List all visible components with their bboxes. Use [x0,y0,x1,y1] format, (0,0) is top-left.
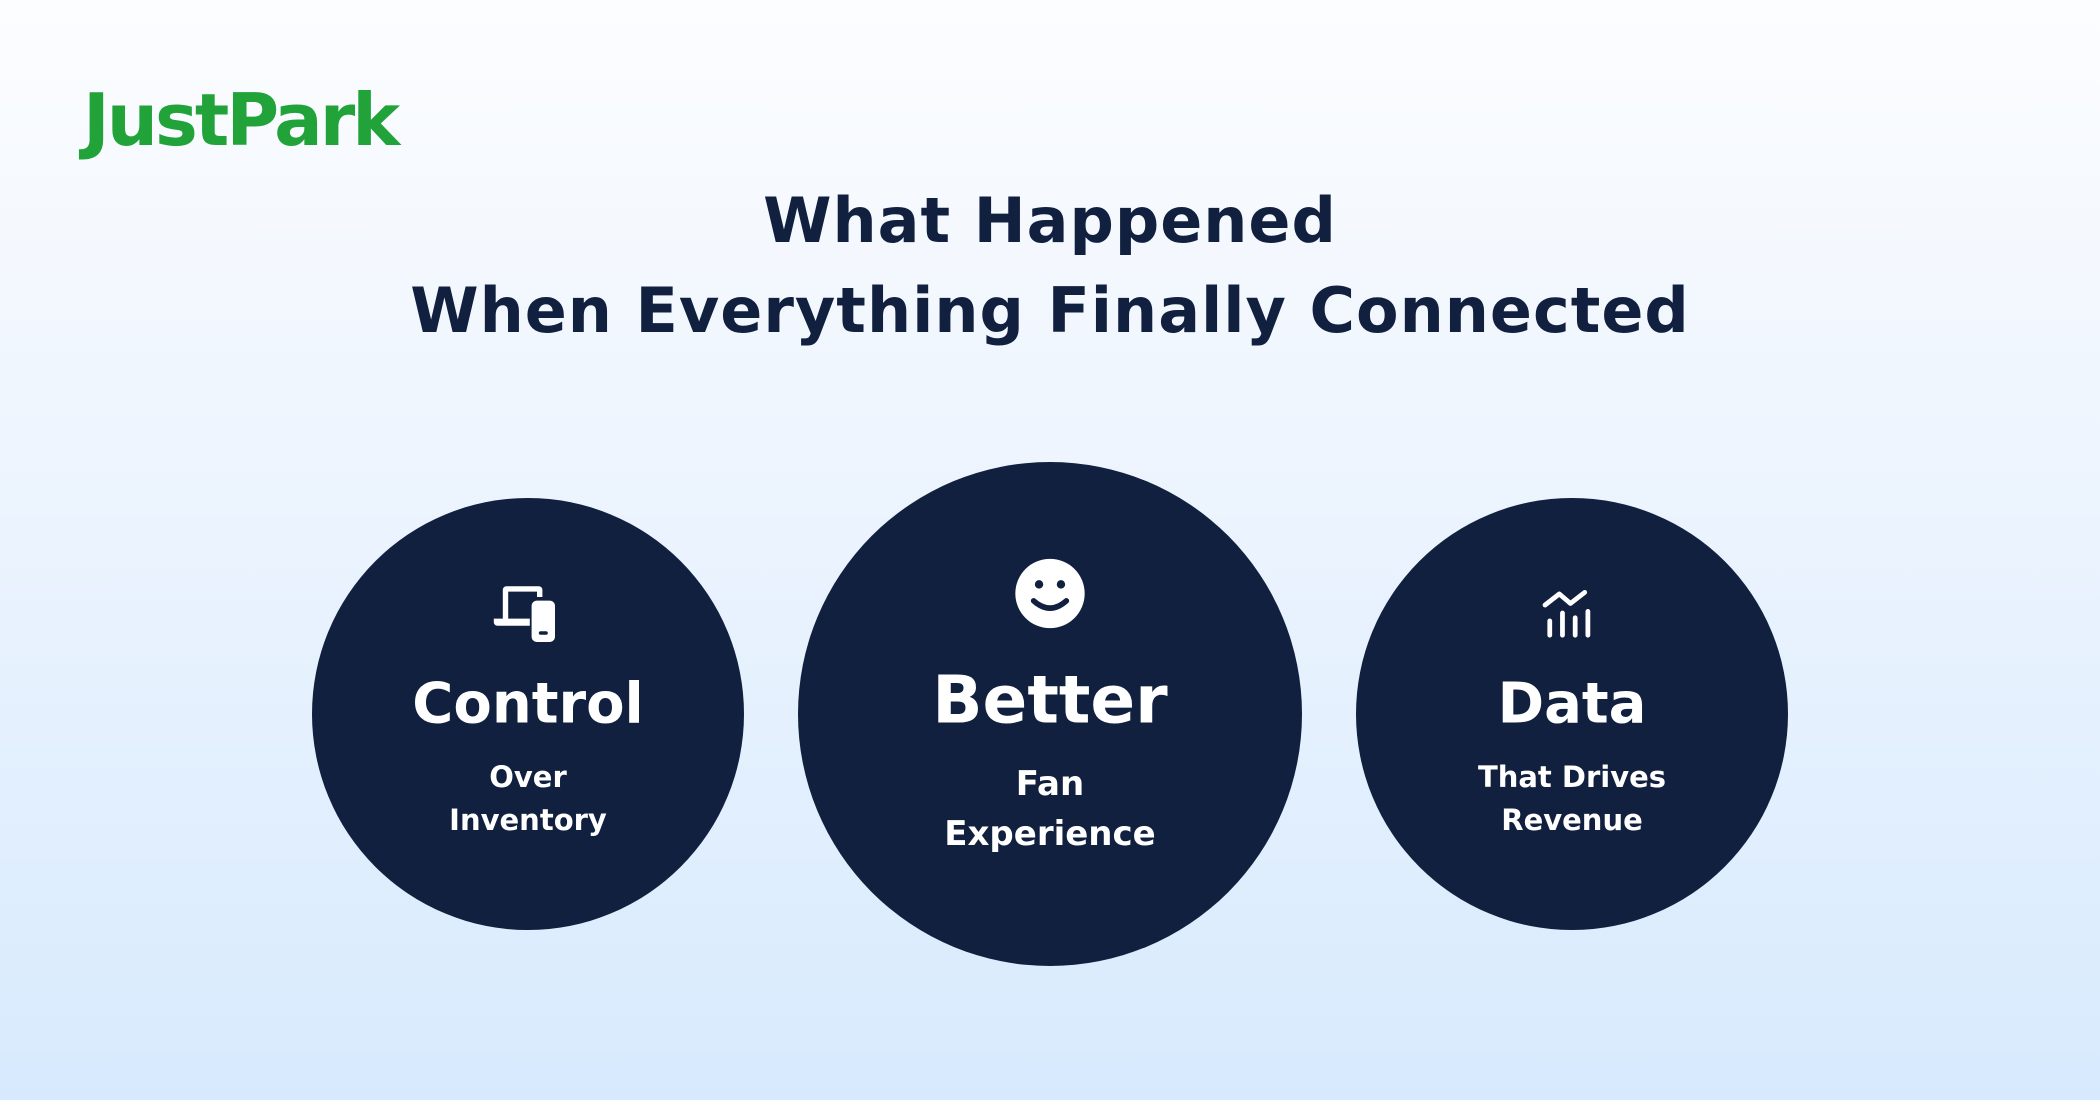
smiley-icon [1015,558,1085,629]
page-title-line-1: What Happened [763,184,1337,257]
card-heading: Control [412,671,644,737]
card-subtext-1: Fan [1015,764,1085,804]
card-subtext-1: Over [489,760,567,794]
analytics-chart-icon [1542,589,1591,638]
card-better: Better Fan Experience [798,462,1302,966]
card-heading: Data [1497,671,1647,737]
card-subtext-2: Revenue [1501,803,1643,837]
page-title-line-2: When Everything Finally Connected [410,274,1690,347]
card-heading: Better [932,661,1168,739]
devices-icon [493,586,555,642]
card-control: Control Over Inventory [312,498,744,930]
card-subtext-2: Inventory [449,803,607,837]
card-subtext-2: Experience [944,814,1156,854]
card-data: Data That Drives Revenue [1356,498,1788,930]
justpark-logo: JustPark [83,78,400,162]
card-subtext-1: That Drives [1477,760,1667,794]
